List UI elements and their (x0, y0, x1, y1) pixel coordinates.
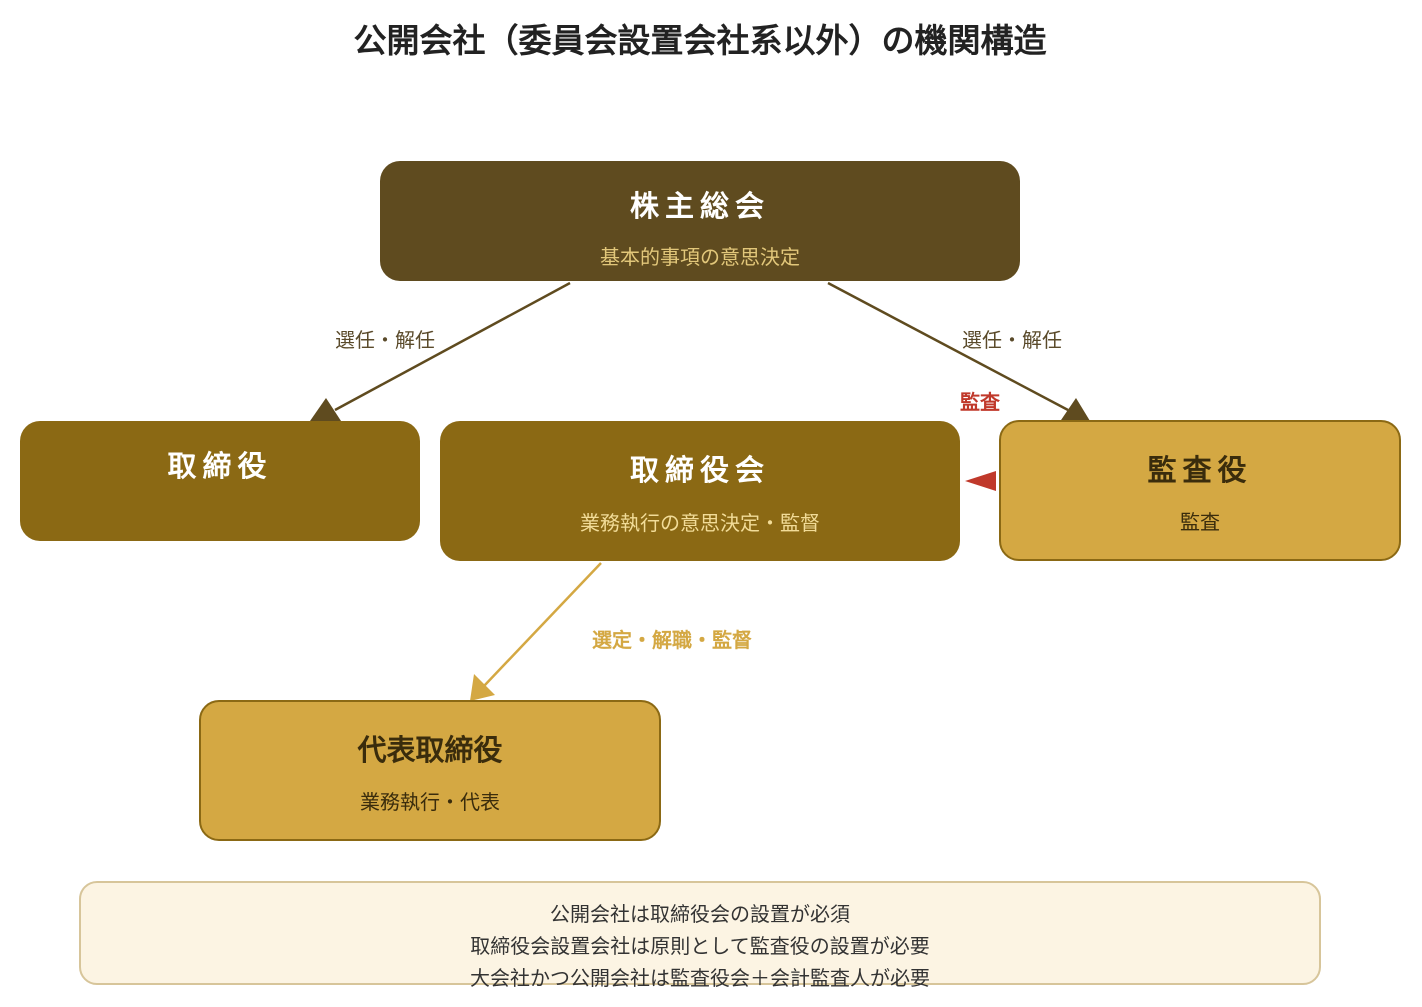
shareholders-meeting-name: 株主総会 (629, 189, 770, 223)
note-line: 大会社かつ公開会社は監査役会＋会計監査人が必要 (470, 966, 930, 990)
board-desc: 業務執行の意思決定・監督 (580, 511, 820, 535)
board-of-directors-box: 取締役会 業務執行の意思決定・監督 (440, 421, 960, 561)
arrow-shareholders-to-auditor (827, 281, 1069, 412)
note-line: 取締役会設置会社は原則として監査役の設置が必要 (470, 934, 930, 958)
note-line: 公開会社は取締役会の設置が必須 (550, 902, 850, 926)
auditor-name: 監査役 (1147, 453, 1253, 487)
shareholders-meeting-desc: 基本的事項の意思決定 (600, 245, 800, 269)
edge-label-audit: 監査 (960, 390, 1000, 414)
arrowhead-rep (470, 674, 495, 701)
notes-box: 公開会社は取締役会の設置が必須 取締役会設置会社は原則として監査役の設置が必要 … (79, 881, 1321, 990)
representative-director-box: 代表取締役 業務執行・代表 (199, 700, 661, 841)
board-name: 取締役会 (629, 453, 770, 487)
arrowhead-audit (965, 471, 996, 491)
auditor-desc: 監査 (1180, 510, 1220, 534)
director-box: 取締役 (20, 421, 420, 541)
representative-desc: 業務執行・代表 (360, 790, 500, 814)
edge-label-elect-director: 選任・解任 (335, 328, 435, 352)
page-title: 公開会社（委員会設置会社系以外）の機関構造 (353, 21, 1047, 60)
arrow-shareholders-to-director (334, 281, 571, 412)
auditor-box: 監査役 監査 (999, 420, 1401, 561)
shareholders-meeting-box: 株主総会 基本的事項の意思決定 (380, 161, 1020, 281)
director-name: 取締役 (167, 449, 273, 483)
arrow-board-to-rep (483, 562, 602, 687)
arrowhead-director (310, 398, 343, 424)
edge-label-elect-auditor: 選任・解任 (962, 328, 1062, 352)
edge-label-select-rep: 選定・解職・監督 (592, 628, 752, 652)
arrowhead-auditor (1059, 398, 1090, 423)
representative-name: 代表取締役 (357, 733, 503, 767)
